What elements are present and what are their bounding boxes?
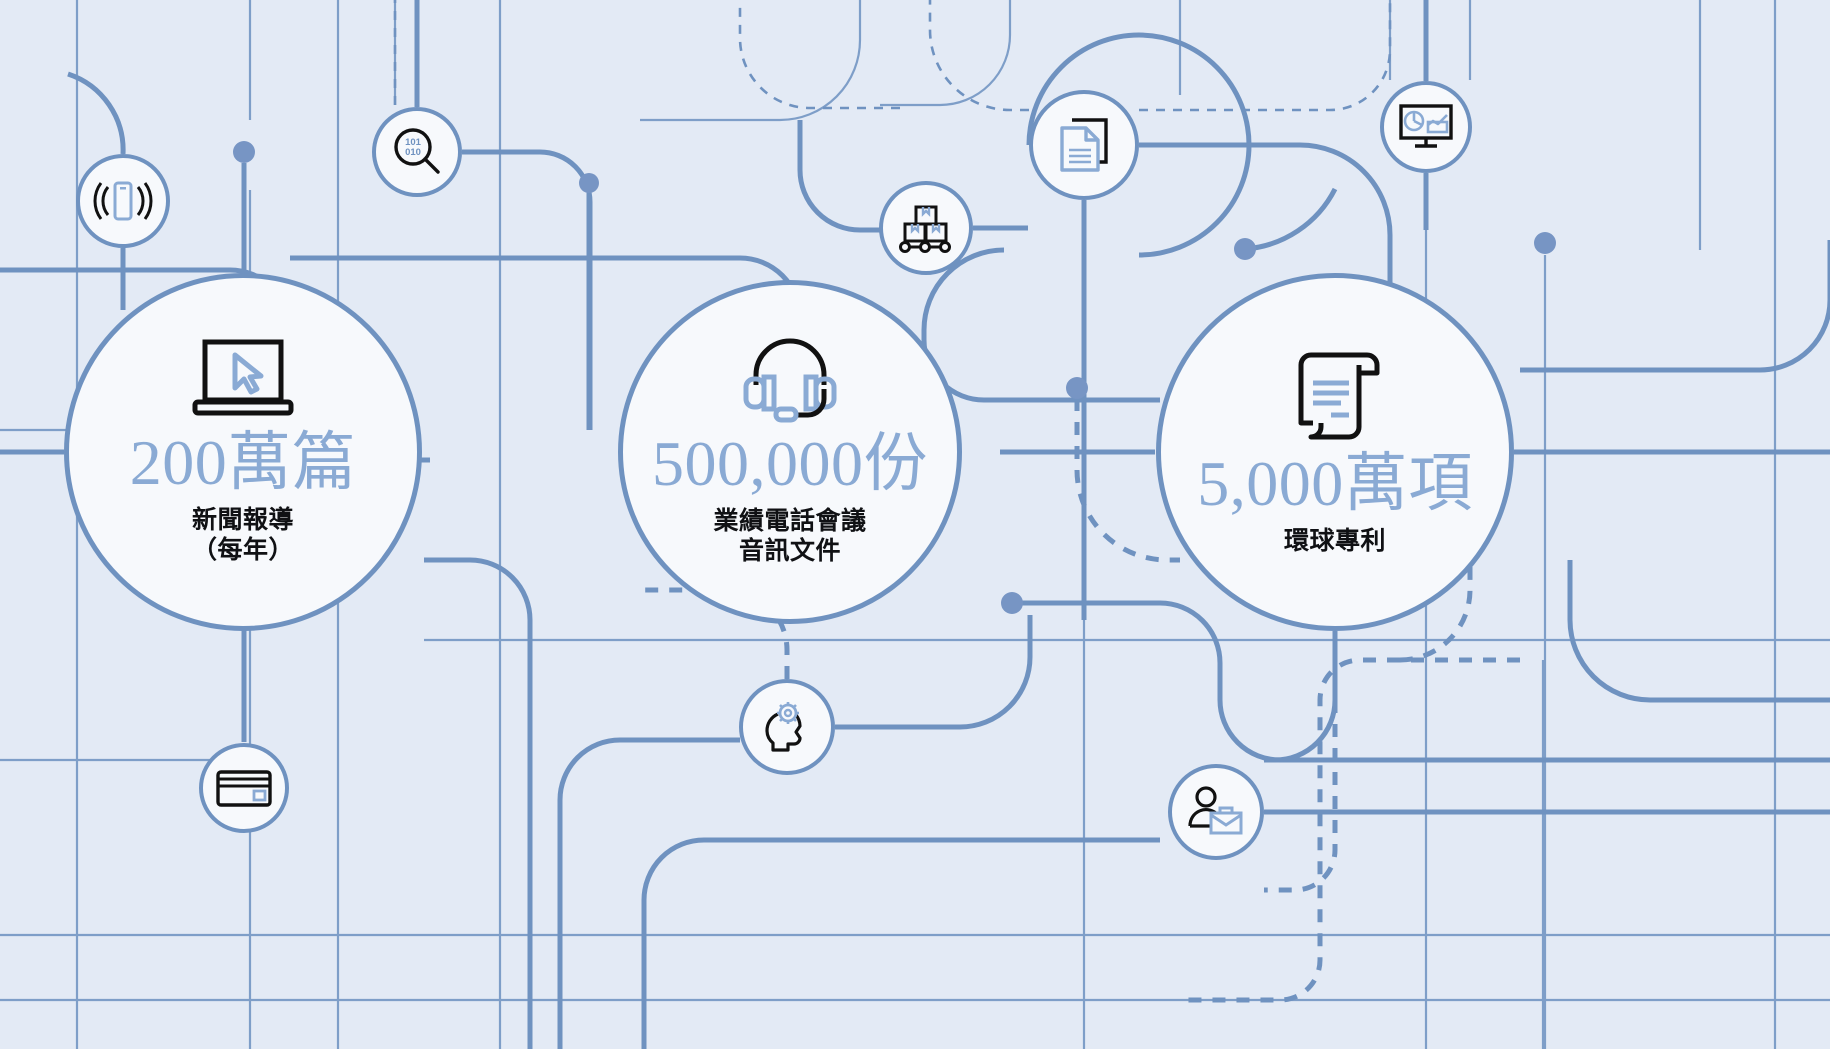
satellite-circle-pallet-boxes[interactable]: [879, 181, 973, 275]
satellite-circle-ai-head[interactable]: [739, 679, 835, 775]
stat-number: 5,000萬項: [1197, 448, 1473, 520]
satellite-circle-documents[interactable]: [1029, 90, 1139, 200]
binary-search-icon: 101 010: [388, 124, 446, 180]
stat-circle-earnings-call-audio[interactable]: 500,000份 業績電話會議 音訊文件: [618, 280, 962, 624]
satellite-circle-dashboard[interactable]: [1380, 81, 1472, 173]
stat-label: 業績電話會議 音訊文件: [713, 506, 867, 566]
satellite-circle-mobile-signal[interactable]: [76, 154, 170, 248]
satellite-circle-binary-search[interactable]: 101 010: [372, 107, 462, 197]
satellite-circle-credit-card[interactable]: [199, 743, 289, 833]
pallet-boxes-icon: [895, 201, 957, 255]
circuit-nodes: [233, 141, 1556, 614]
head-gear-icon: [758, 698, 816, 756]
monitor-charts-icon: [1395, 101, 1457, 153]
headset-icon: [738, 337, 842, 425]
documents-icon: [1052, 114, 1116, 176]
stat-label: 新聞報導 （每年）: [191, 505, 294, 565]
stat-circle-news-articles[interactable]: 200萬篇 新聞報導 （每年）: [64, 273, 422, 631]
stat-circle-global-patents[interactable]: 5,000萬項 環球專利: [1156, 273, 1514, 631]
stat-number: 200萬篇: [129, 427, 357, 499]
satellite-circle-person-business[interactable]: [1168, 764, 1264, 860]
scroll-document-icon: [1283, 347, 1387, 445]
svg-text:010: 010: [405, 147, 421, 158]
laptop-cursor-icon: [187, 338, 299, 424]
stat-label: 環球專利: [1283, 527, 1386, 556]
mobile-signal-icon: [92, 175, 154, 227]
credit-card-icon: [214, 766, 274, 810]
stat-number: 500,000份: [652, 428, 928, 500]
person-briefcase-icon: [1186, 786, 1246, 838]
svg-text:101: 101: [405, 137, 422, 148]
circuit-dashed-thin-lines: [393, 0, 1392, 112]
